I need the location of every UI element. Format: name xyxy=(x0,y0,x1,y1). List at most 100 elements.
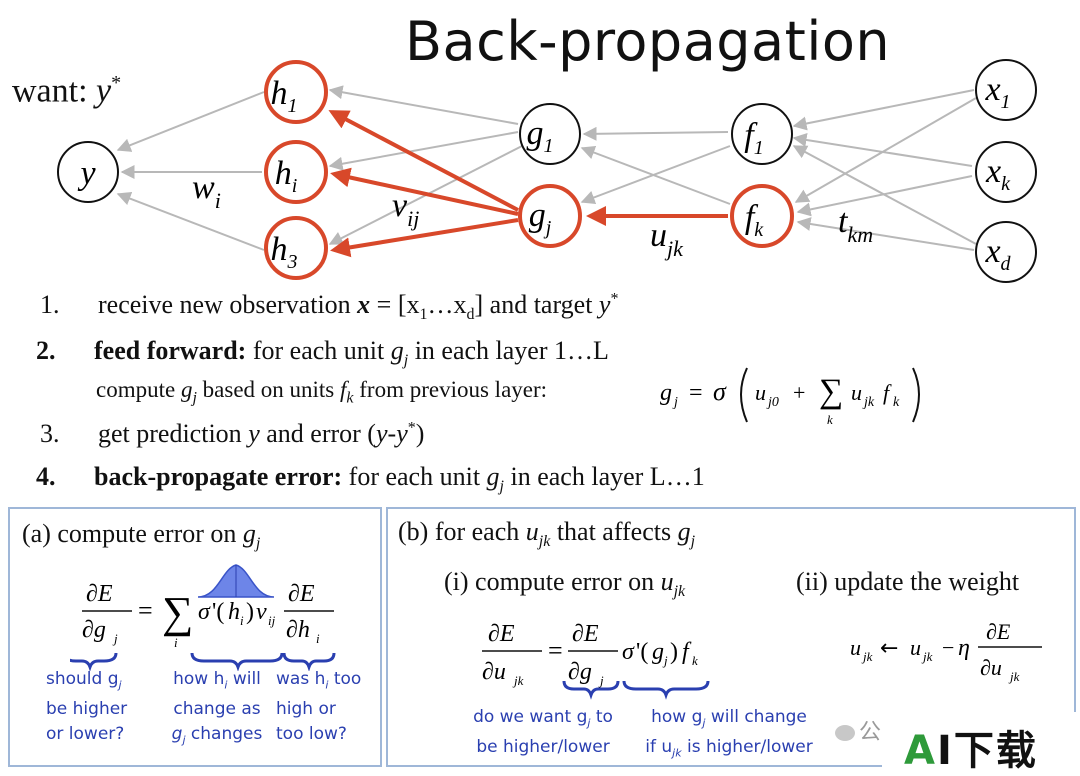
svg-text:jk: jk xyxy=(861,649,873,664)
svg-text:u: u xyxy=(910,635,921,660)
panel-a: (a) compute error on gj ∂E ∂g j = ∑ i σ … xyxy=(8,507,382,767)
note-was-hi-too-high: was hi too high or too low? xyxy=(276,669,362,745)
edge-h3-y xyxy=(116,191,265,251)
svg-text:jk: jk xyxy=(862,395,875,410)
node-hi: hi xyxy=(264,140,328,204)
node-h3: h3 xyxy=(264,216,328,280)
svg-text:k: k xyxy=(827,412,833,427)
step-2: 2.feed forward: for each unit gj in each… xyxy=(36,336,609,370)
error-ujk-formula: ∂E ∂u jk = ∂E ∂g j σ '( g j ) f k xyxy=(482,621,710,700)
svg-text:h1: h1 xyxy=(271,75,298,117)
svg-text:u: u xyxy=(851,380,862,405)
svg-text:∂u: ∂u xyxy=(482,659,506,685)
feedforward-formula: g j = σ u j0 + ∑ k u jk f k xyxy=(660,367,920,427)
edge-f1-gj xyxy=(580,145,731,205)
node-fk: fk xyxy=(730,184,794,248)
svg-text:f: f xyxy=(682,639,692,665)
weight-update-formula: u jk ← u jk − η ∂E ∂u jk xyxy=(850,619,1042,684)
svg-text:jk: jk xyxy=(921,649,933,664)
svg-text:j0: j0 xyxy=(766,395,779,410)
edge-g1-hi xyxy=(328,131,519,171)
panel-b-sub-i: (i) compute error on ujk xyxy=(444,567,686,601)
weight-label-vij: vij xyxy=(392,187,419,231)
svg-text:←: ← xyxy=(880,636,898,661)
svg-text:u: u xyxy=(755,380,766,405)
node-gj: gj xyxy=(518,184,582,248)
svg-text:): ) xyxy=(246,599,254,625)
note-how-hi-will-change: how hi will change as gj changes xyxy=(171,669,263,747)
svg-text:i: i xyxy=(316,631,320,646)
svg-text:∂h: ∂h xyxy=(286,617,310,643)
svg-text:f: f xyxy=(883,380,892,405)
edge-x1-f1 xyxy=(792,89,975,131)
svg-text:h: h xyxy=(228,599,240,625)
edges-h-to-y xyxy=(116,91,265,251)
note-should-gj: should gj be higher or lower? xyxy=(46,669,128,745)
svg-text:i: i xyxy=(240,613,244,628)
panel-a-title: (a) compute error on gj xyxy=(22,519,261,553)
svg-text:gj: gj xyxy=(529,197,552,239)
svg-text:jk: jk xyxy=(512,673,524,688)
edges-highlight xyxy=(328,110,728,258)
svg-text:+: + xyxy=(793,380,805,405)
edge-h1-y xyxy=(116,91,265,152)
page-title: Back-propagation xyxy=(405,10,891,73)
svg-text:k: k xyxy=(692,653,698,668)
svg-text:'(: '( xyxy=(212,599,224,625)
svg-text:∑: ∑ xyxy=(162,588,193,637)
svg-text:∂E: ∂E xyxy=(86,581,113,607)
error-gj-formula: ∂E ∂g j = ∑ i σ '( h i ) v ij ∂E ∂h i xyxy=(70,564,336,671)
note-do-we-want-gj: do we want gj to be higher/lower xyxy=(473,707,613,758)
weight-label-tkm: tkm xyxy=(838,203,873,247)
svg-text:xd: xd xyxy=(984,233,1011,275)
svg-text:i: i xyxy=(174,635,178,650)
edges-f-to-g xyxy=(580,126,731,205)
svg-text:x1: x1 xyxy=(984,71,1010,113)
step-4: 4.back-propagate error: for each unit gj… xyxy=(36,462,705,496)
svg-text:∂E: ∂E xyxy=(986,619,1011,644)
svg-text:∂g: ∂g xyxy=(568,659,592,685)
svg-text:=: = xyxy=(548,636,563,665)
edge-xd-fk xyxy=(796,217,975,251)
want-label: want: y* xyxy=(12,72,122,110)
edge-gj-h1 xyxy=(328,110,519,212)
node-f1: f1 xyxy=(731,103,793,165)
network-diagram: y h1 hi h3 g1 gj f1 fk x1 xk xd wi vij xyxy=(57,59,1037,283)
panel-b-title: (b) for each ujk that affects gj xyxy=(398,517,696,551)
edge-gj-h3 xyxy=(330,218,519,258)
svg-text:σ: σ xyxy=(713,377,727,406)
svg-text:jk: jk xyxy=(1008,669,1020,684)
svg-text:u: u xyxy=(850,635,861,660)
svg-text:k: k xyxy=(893,395,900,410)
svg-text:∂E: ∂E xyxy=(288,581,315,607)
svg-text:−: − xyxy=(942,635,954,660)
edges-g1-to-h xyxy=(328,85,523,245)
edge-fk-g1 xyxy=(580,145,731,205)
node-xd: xd xyxy=(975,221,1037,283)
edge-g1-h1 xyxy=(328,85,519,125)
svg-text:v: v xyxy=(256,599,267,625)
svg-text:h3: h3 xyxy=(271,231,298,273)
svg-text:j: j xyxy=(112,631,118,646)
edge-gj-hi xyxy=(330,167,519,216)
svg-text:∂u: ∂u xyxy=(980,655,1002,680)
svg-text:η: η xyxy=(958,635,970,661)
svg-text:j: j xyxy=(662,653,668,668)
weight-label-wi: wi xyxy=(192,169,221,213)
panel-b-sub-ii: (ii) update the weight xyxy=(796,567,1020,596)
svg-text:∂g: ∂g xyxy=(82,617,106,643)
svg-text:∂E: ∂E xyxy=(488,621,515,647)
edges-x-to-f xyxy=(792,89,977,251)
svg-text:ij: ij xyxy=(268,613,276,628)
svg-text:j: j xyxy=(672,395,678,410)
svg-text:∂E: ∂E xyxy=(572,621,599,647)
svg-text:y: y xyxy=(77,155,96,192)
node-y: y xyxy=(57,141,119,203)
edge-x1-fk xyxy=(794,97,977,203)
node-x1: x1 xyxy=(975,59,1037,121)
edge-f1-g1 xyxy=(582,126,729,141)
svg-text:=: = xyxy=(689,380,703,406)
svg-text:xk: xk xyxy=(985,153,1011,195)
target-y: y xyxy=(96,72,112,110)
svg-text:σ: σ xyxy=(622,639,635,665)
